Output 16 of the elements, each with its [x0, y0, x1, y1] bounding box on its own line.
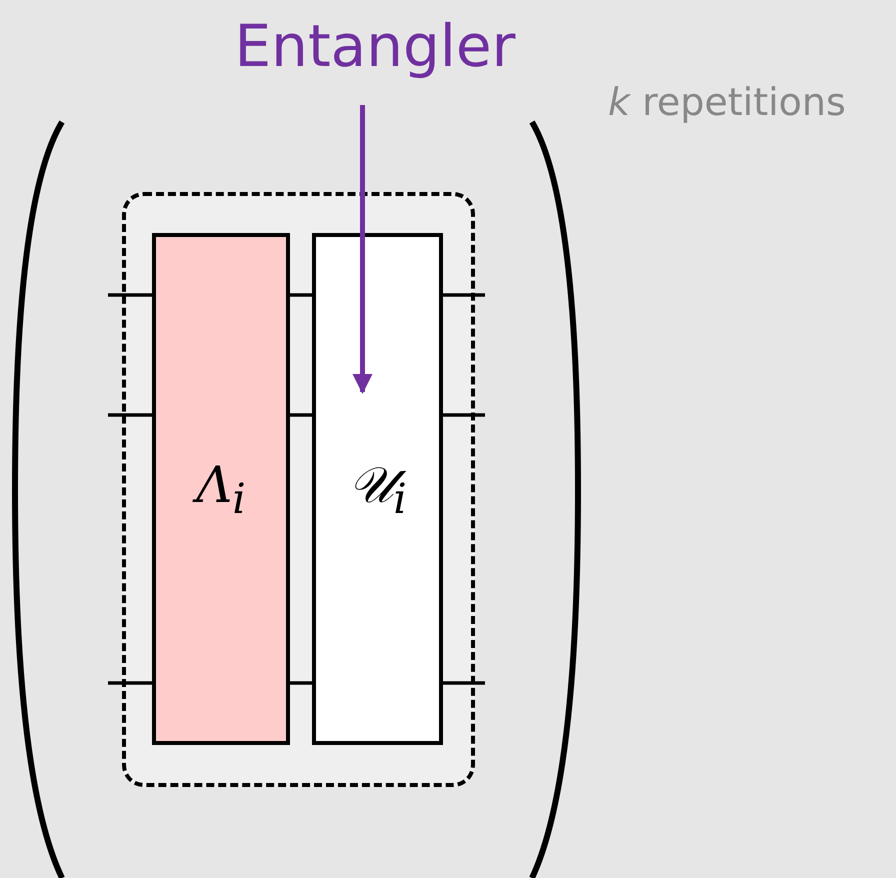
- wire: [443, 413, 485, 417]
- entangler-heading: Entangler: [234, 12, 516, 80]
- gate-box: [312, 233, 443, 745]
- wire: [290, 413, 312, 417]
- wire: [290, 681, 312, 685]
- gate-box: [152, 233, 290, 745]
- dashed-group-box: [122, 192, 475, 787]
- wire: [443, 681, 485, 685]
- arrow: [352, 105, 372, 394]
- wire: [108, 681, 152, 685]
- repetitions-label: k repetitions: [608, 80, 846, 124]
- wire: [108, 293, 152, 297]
- wire: [290, 293, 312, 297]
- wire: [108, 413, 152, 417]
- wire: [443, 293, 485, 297]
- gate-label: 𝒰$_{i}$: [348, 456, 407, 522]
